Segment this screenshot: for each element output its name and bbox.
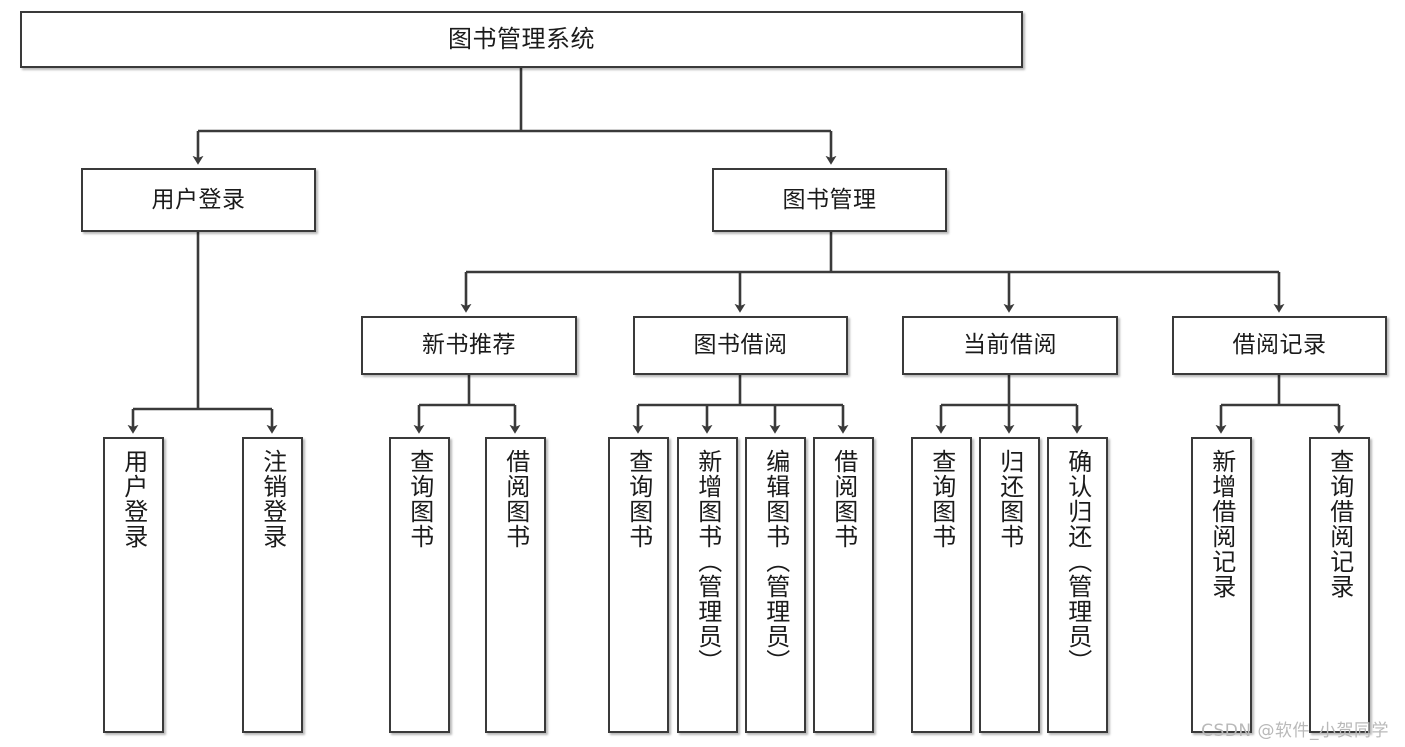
node-label: 用户登录 — [151, 186, 246, 213]
node-leaf-logout[interactable]: 注销登录 — [242, 437, 303, 733]
node-root-book-management-system[interactable]: 图书管理系统 — [20, 11, 1023, 68]
node-label: 查询图书 — [405, 449, 434, 549]
node-label: 借阅图书 — [501, 449, 530, 549]
node-user-login[interactable]: 用户登录 — [81, 168, 316, 232]
node-book-borrow[interactable]: 图书借阅 — [633, 316, 848, 375]
node-label: 归还图书 — [995, 449, 1024, 549]
node-leaf-add-book-admin[interactable]: 新增图书（管理员） — [677, 437, 738, 733]
node-leaf-borrow-book-recommend[interactable]: 借阅图书 — [485, 437, 546, 733]
node-label: 借阅记录 — [1232, 332, 1327, 359]
node-label: 新书推荐 — [422, 332, 516, 359]
node-label: 图书管理 — [782, 186, 877, 213]
node-leaf-query-book-recommend[interactable]: 查询图书 — [389, 437, 450, 733]
node-book-management[interactable]: 图书管理 — [712, 168, 947, 232]
node-label: 新增图书（管理员） — [693, 449, 722, 674]
node-label: 用户登录 — [119, 449, 148, 549]
node-label: 图书管理系统 — [448, 24, 595, 53]
node-leaf-user-login[interactable]: 用户登录 — [103, 437, 164, 733]
node-label: 查询借阅记录 — [1325, 449, 1354, 599]
node-label: 图书借阅 — [693, 332, 788, 359]
node-current-borrow[interactable]: 当前借阅 — [902, 316, 1118, 375]
node-label: 新增借阅记录 — [1207, 449, 1236, 599]
node-leaf-query-book-borrow[interactable]: 查询图书 — [608, 437, 669, 733]
node-label: 当前借阅 — [963, 332, 1057, 359]
node-label: 注销登录 — [258, 449, 287, 549]
node-leaf-borrow-book[interactable]: 借阅图书 — [813, 437, 874, 733]
node-label: 编辑图书（管理员） — [761, 449, 790, 674]
node-leaf-return-book[interactable]: 归还图书 — [979, 437, 1040, 733]
node-leaf-query-book-current[interactable]: 查询图书 — [911, 437, 972, 733]
node-label: 查询图书 — [927, 449, 956, 549]
node-borrow-record[interactable]: 借阅记录 — [1172, 316, 1387, 375]
node-leaf-confirm-return-admin[interactable]: 确认归还（管理员） — [1047, 437, 1108, 733]
node-new-book-recommend[interactable]: 新书推荐 — [361, 316, 577, 375]
node-leaf-edit-book-admin[interactable]: 编辑图书（管理员） — [745, 437, 806, 733]
node-label: 查询图书 — [624, 449, 653, 549]
node-label: 借阅图书 — [829, 449, 858, 549]
node-label: 确认归还（管理员） — [1063, 449, 1092, 674]
node-leaf-query-borrow-record[interactable]: 查询借阅记录 — [1309, 437, 1370, 733]
node-leaf-add-borrow-record[interactable]: 新增借阅记录 — [1191, 437, 1252, 733]
